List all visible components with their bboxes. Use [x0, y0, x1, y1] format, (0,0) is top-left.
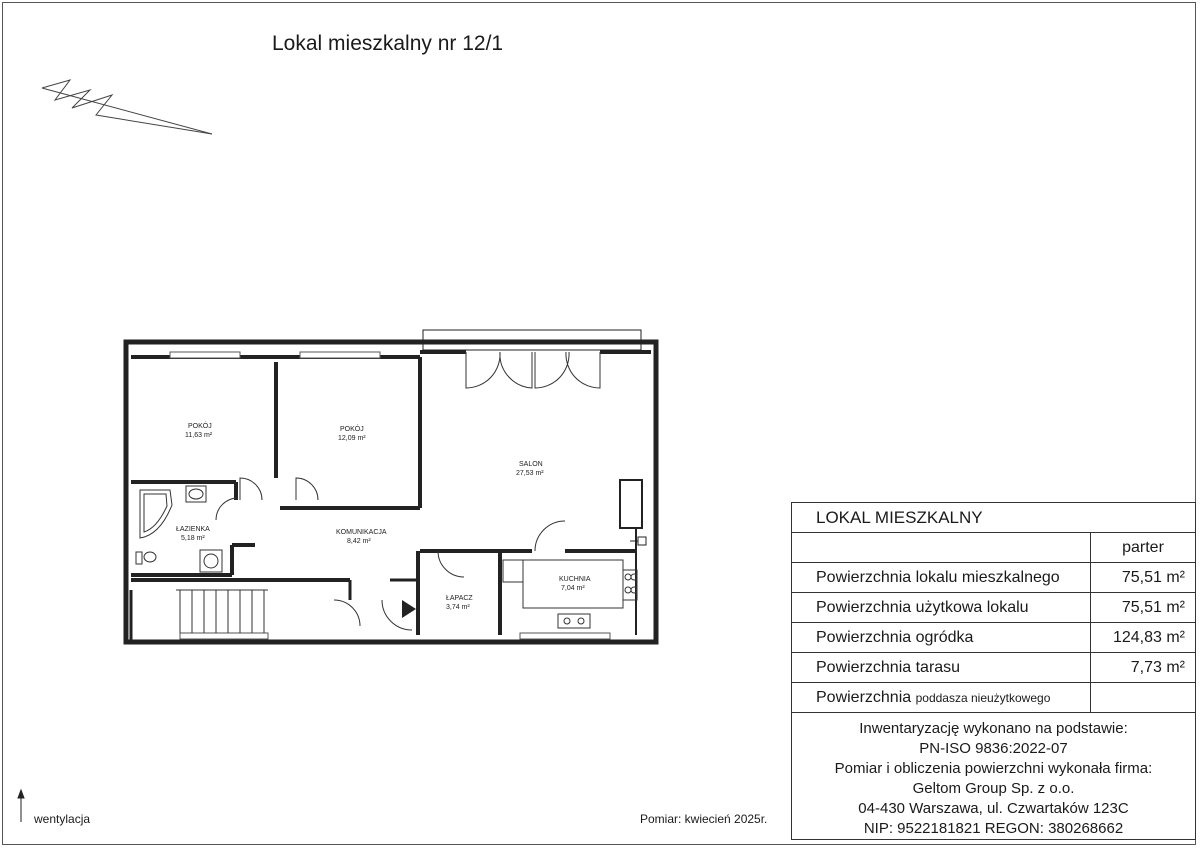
room-name-pokoj1: POKÓJ	[188, 421, 212, 430]
doors	[215, 351, 601, 631]
north-arrow-icon	[41, 79, 213, 135]
summary-table: LOKAL MIESZKALNY parter Powierzchnia lok…	[791, 502, 1196, 840]
summary-row-value: 75,51 m²	[1090, 592, 1196, 623]
room-area-lapacz: 3,74 m²	[446, 604, 470, 611]
stairs	[176, 589, 268, 633]
summary-row: Powierzchnia ogródka 124,83 m²	[791, 622, 1196, 653]
footer-line: Geltom Group Sp. z o.o.	[912, 780, 1075, 797]
summary-row-attic: Powierzchnia poddasza nieużytkowego	[791, 682, 1196, 713]
summary-row-label: Powierzchnia poddasza nieużytkowego	[791, 682, 1091, 713]
ventilation-icon	[17, 788, 25, 822]
summary-row-value	[1090, 682, 1196, 713]
room-name-pokoj2: POKÓJ	[340, 424, 364, 433]
entrance-arrow-icon	[402, 600, 416, 618]
footer-line: Pomiar i obliczenia powierzchni wykonała…	[834, 760, 1153, 777]
summary-row-label: Powierzchnia lokalu mieszkalnego	[791, 562, 1091, 593]
attic-label-main: Powierzchnia	[816, 688, 912, 706]
room-area-salon: 27,53 m²	[516, 470, 544, 477]
room-area-pokoj2: 12,09 m²	[338, 435, 366, 442]
footer-line: Inwentaryzację wykonano na podstawie:	[859, 720, 1128, 737]
kitchen-fixtures	[502, 559, 638, 629]
summary-column-spacer	[791, 532, 1091, 563]
plan-title: Lokal mieszkalny nr 12/1	[272, 32, 504, 55]
room-name-lapacz: ŁAPACZ	[446, 595, 473, 602]
summary-column-header: parter	[1090, 532, 1196, 563]
room-name-komunikacja: KOMUNIKACJA	[336, 529, 387, 536]
room-area-pokoj1: 11,63 m²	[185, 432, 213, 439]
summary-row-label: Powierzchnia tarasu	[791, 652, 1091, 683]
summary-row-label: Powierzchnia użytkowa lokalu	[791, 592, 1091, 623]
walls	[123, 329, 659, 645]
summary-row-value: 7,73 m²	[1090, 652, 1196, 683]
measurement-date: Pomiar: kwiecień 2025r.	[640, 812, 768, 826]
room-area-komunikacja: 8,42 m²	[347, 538, 371, 545]
summary-row-value: 75,51 m²	[1090, 562, 1196, 593]
summary-row: Powierzchnia lokalu mieszkalnego 75,51 m…	[791, 562, 1196, 593]
room-area-kuchnia: 7,04 m²	[561, 585, 585, 592]
windows	[169, 351, 611, 640]
summary-heading: LOKAL MIESZKALNY	[791, 502, 1196, 533]
summary-row: Powierzchnia tarasu 7,73 m²	[791, 652, 1196, 683]
summary-row-value: 124,83 m²	[1090, 622, 1196, 653]
bathroom-fixtures	[135, 485, 223, 573]
footer-line: NIP: 9522181821 REGON: 380268662	[863, 820, 1124, 837]
room-area-lazienka: 5,18 m²	[181, 535, 205, 542]
summary-row-label: Powierzchnia ogródka	[791, 622, 1091, 653]
room-name-salon: SALON	[519, 461, 543, 468]
vent-legend-label: wentylacja	[34, 812, 91, 826]
vent-marker-icon	[630, 536, 647, 546]
room-name-lazienka: ŁAZIENKA	[176, 526, 210, 533]
footer-line: PN-ISO 9836:2022-07	[919, 740, 1068, 757]
room-name-kuchnia: KUCHNIA	[559, 576, 591, 583]
footer-line: 04-430 Warszawa, ul. Czwartaków 123C	[858, 800, 1129, 817]
attic-label-small: poddasza nieużytkowego	[915, 690, 1051, 705]
summary-row: Powierzchnia użytkowa lokalu 75,51 m²	[791, 592, 1196, 623]
summary-footer: Inwentaryzację wykonano na podstawie: PN…	[791, 712, 1196, 840]
